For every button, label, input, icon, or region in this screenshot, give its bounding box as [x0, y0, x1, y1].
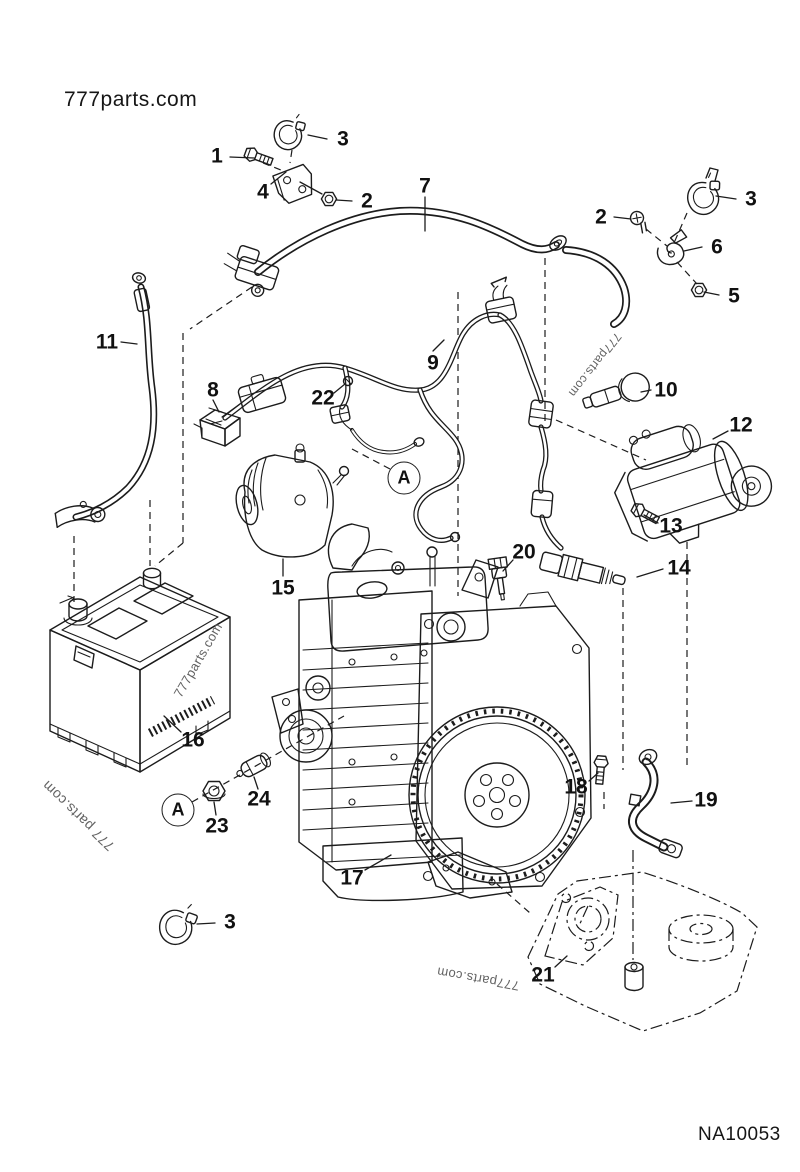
leader-lines [121, 135, 736, 967]
ground-bolt [591, 754, 610, 786]
reference-dashed-lines [74, 150, 697, 960]
battery-post-positive [144, 568, 161, 588]
harness-connector-main [235, 370, 286, 414]
ground-strap [629, 747, 683, 859]
negative-terminal-clamp [54, 499, 106, 528]
engine [272, 524, 591, 900]
rubber-bushing [625, 963, 643, 991]
grommet-clamp [654, 229, 691, 266]
battery-post-negative [64, 599, 92, 625]
harness-clamp-group [627, 168, 727, 298]
polarity-arrow [60, 596, 74, 603]
bracket-screw [242, 144, 275, 170]
cable-bracket-group [242, 113, 338, 207]
ground-screw [340, 467, 349, 476]
alternator [232, 444, 333, 557]
clamp-screw [627, 209, 654, 234]
nut-23 [203, 782, 225, 801]
glowplug-connector [481, 277, 517, 324]
positive-battery-cable [218, 211, 626, 324]
negative-battery-cable [54, 271, 154, 527]
starter-motor [599, 398, 780, 557]
harness-connector-right-upper [528, 400, 553, 429]
battery-terminal-clamp [218, 242, 283, 301]
battery [50, 568, 230, 772]
glow-plug [539, 550, 628, 592]
shutoff-solenoid [580, 369, 653, 417]
clamp-strap [706, 168, 718, 181]
cable-bracket [272, 163, 316, 205]
connector-24 [234, 751, 273, 781]
relay-block [194, 410, 240, 446]
wire-harness [209, 277, 561, 548]
harness-connector-right-lower [531, 490, 553, 518]
mounting-plate [528, 872, 757, 1031]
temp-sender [488, 557, 512, 601]
harness-screw [344, 377, 353, 386]
